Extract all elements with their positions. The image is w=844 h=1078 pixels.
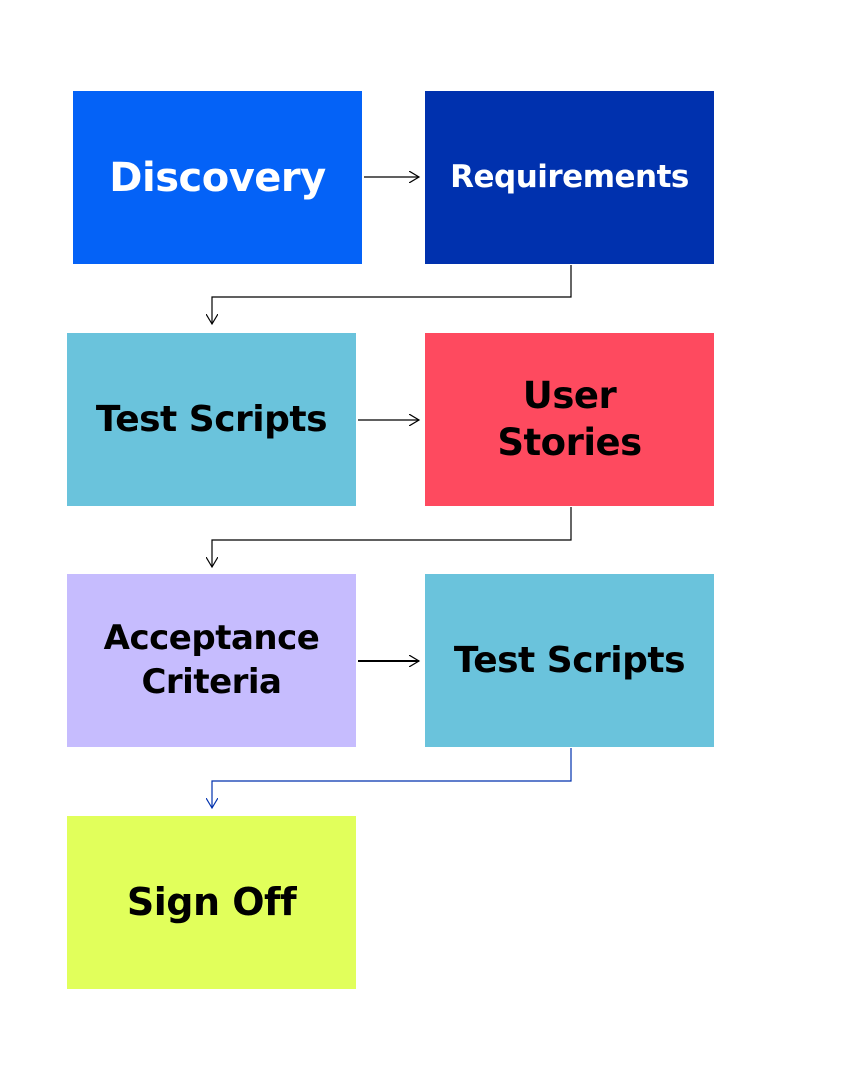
user-stories-label: User Stories [497,373,642,466]
acceptance-criteria-box: Acceptance Criteria [67,574,356,747]
connector-requirements-to-test-scripts [212,265,572,324]
connector-test-scripts-to-sign-off [212,748,572,808]
sign-off-box: Sign Off [67,816,356,989]
user-stories-line-2: Stories [497,420,642,464]
sign-off-label: Sign Off [126,879,297,924]
discovery-label: Discovery [109,154,326,201]
acceptance-criteria-line-1: Acceptance [103,617,320,658]
connector-user-stories-to-acceptance-criteria [212,507,572,567]
test-scripts-2-box: Test Scripts [425,574,714,747]
requirements-box: Requirements [425,91,714,264]
requirements-label: Requirements [450,158,689,195]
user-stories-line-1: User [522,374,617,418]
acceptance-criteria-line-2: Criteria [141,661,282,702]
test-scripts-box: Test Scripts [67,333,356,506]
test-scripts-2-label: Test Scripts [453,639,686,681]
acceptance-criteria-label: Acceptance Criteria [104,617,320,704]
discovery-box: Discovery [73,91,362,264]
user-stories-box: User Stories [425,333,714,506]
test-scripts-label: Test Scripts [95,398,328,440]
